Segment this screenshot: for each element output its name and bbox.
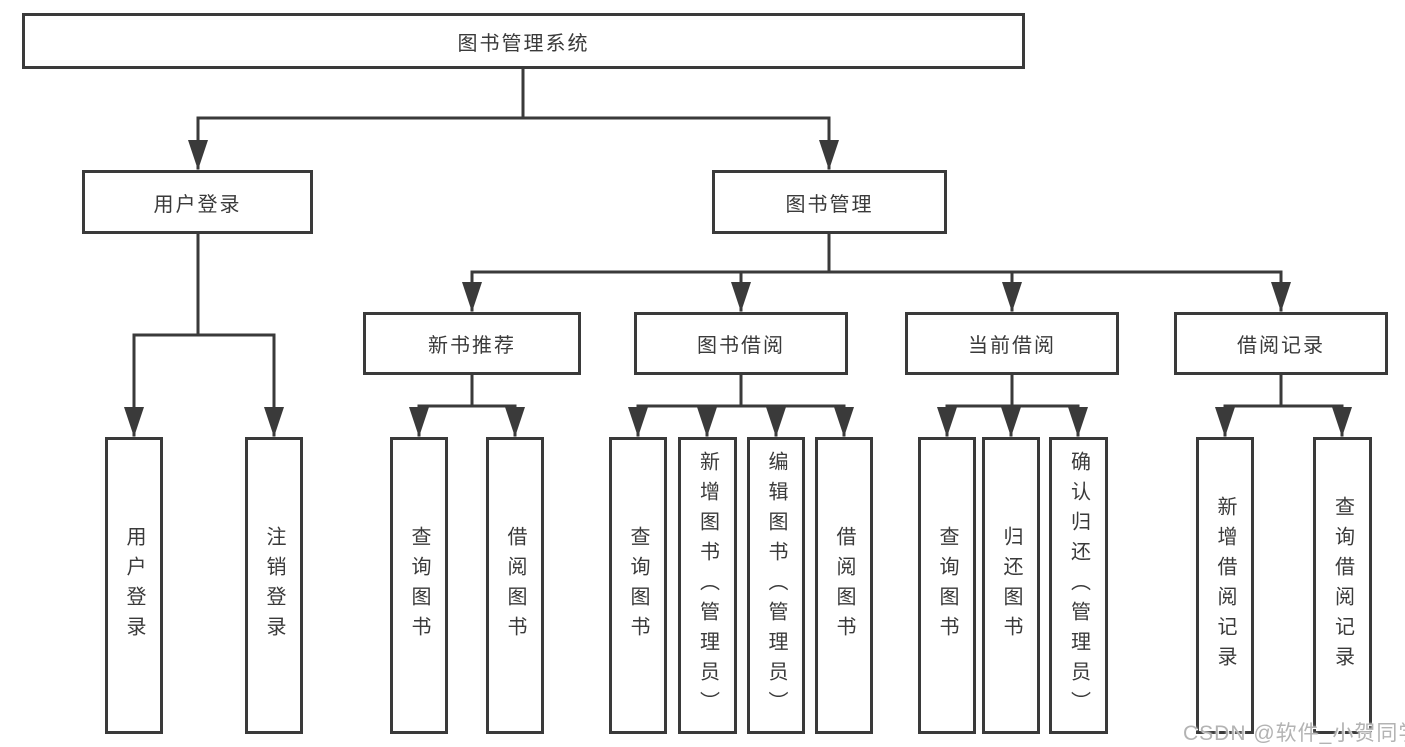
arrowhead-icon <box>697 407 717 437</box>
leaf-query-books: 查询图书 <box>390 437 448 734</box>
arrowhead-icon <box>124 407 144 437</box>
leaf-borrow-books: 借阅图书 <box>486 437 544 734</box>
node-book-management: 图书管理 <box>712 170 947 234</box>
node-label: 用户登录 <box>153 193 242 216</box>
leaf-logout: 注销登录 <box>245 437 303 734</box>
leaf-add-borrow-record: 新增借阅记录 <box>1196 437 1254 734</box>
node-label: 新增借阅记录 <box>1214 495 1236 676</box>
arrowhead-icon <box>628 407 648 437</box>
arrowhead-icon <box>1271 282 1291 312</box>
node-label: 借阅图书 <box>504 525 526 646</box>
node-user-login: 用户登录 <box>82 170 313 234</box>
arrowhead-icons <box>124 140 1352 437</box>
node-label: 查询图书 <box>936 525 958 646</box>
node-label: 查询图书 <box>627 525 649 646</box>
arrowhead-icon <box>1332 407 1352 437</box>
leaf-edit-books-admin: 编辑图书（管理员） <box>747 437 805 734</box>
node-label: 归还图书 <box>1000 525 1022 646</box>
leaf-confirm-return-admin: 确认归还（管理员） <box>1049 437 1108 734</box>
node-label: 图书管理 <box>785 193 874 216</box>
node-label: 注销登录 <box>263 525 285 646</box>
arrowhead-icon <box>731 282 751 312</box>
leaf-add-books-admin: 新增图书（管理员） <box>678 437 737 734</box>
arrowhead-icon <box>505 407 525 437</box>
arrowhead-icon <box>834 407 854 437</box>
leaf-query-borrow-record: 查询借阅记录 <box>1313 437 1372 734</box>
arrowhead-icon <box>1001 407 1021 437</box>
node-label: 新书推荐 <box>428 335 516 357</box>
arrowhead-icon <box>1215 407 1235 437</box>
arrowhead-icon <box>188 140 208 170</box>
node-current-borrowing: 当前借阅 <box>905 312 1119 375</box>
node-label: 用户登录 <box>123 525 145 646</box>
node-label: 编辑图书（管理员） <box>765 450 787 721</box>
leaf-borrow-books-2: 借阅图书 <box>815 437 873 734</box>
node-label: 查询图书 <box>408 525 430 646</box>
leaf-return-books: 归还图书 <box>982 437 1040 734</box>
node-label: 借阅记录 <box>1237 335 1325 357</box>
node-label: 查询借阅记录 <box>1331 495 1354 676</box>
node-label: 图书借阅 <box>697 335 785 357</box>
leaf-user-login: 用户登录 <box>105 437 163 734</box>
arrowhead-icon <box>766 407 786 437</box>
node-label: 图书管理系统 <box>457 32 590 55</box>
node-label: 新增图书（管理员） <box>696 450 719 721</box>
arrowhead-icon <box>462 282 482 312</box>
leaf-query-books-3: 查询图书 <box>918 437 976 734</box>
arrowhead-icon <box>264 407 284 437</box>
leaf-query-books-2: 查询图书 <box>609 437 667 734</box>
node-label: 当前借阅 <box>968 335 1056 357</box>
node-label: 借阅图书 <box>833 525 855 646</box>
arrowhead-icon <box>409 407 429 437</box>
arrowhead-icon <box>819 140 839 170</box>
node-borrowing-records: 借阅记录 <box>1174 312 1388 375</box>
connector-path <box>132 66 1344 437</box>
node-new-book-recommendation: 新书推荐 <box>363 312 581 375</box>
arrowhead-icon <box>1068 407 1088 437</box>
node-book-borrowing: 图书借阅 <box>634 312 848 375</box>
csdn-watermark: CSDN @软件_小贺同学 <box>1183 722 1405 745</box>
node-label: 确认归还（管理员） <box>1067 450 1090 721</box>
arrowhead-icon <box>1002 282 1022 312</box>
node-library-management-system: 图书管理系统 <box>22 13 1025 69</box>
arrowhead-icon <box>937 407 957 437</box>
